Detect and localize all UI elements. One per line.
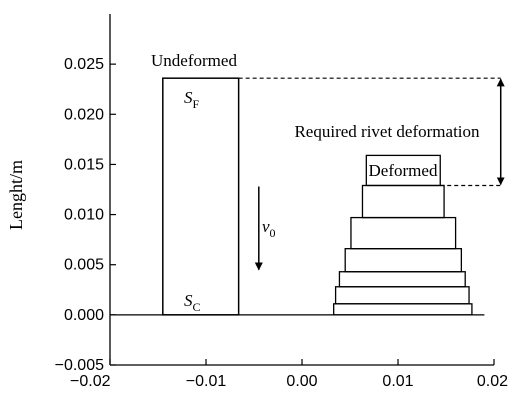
deformed-rivet-layer: [334, 286, 470, 305]
annotations: [238, 77, 505, 271]
y-axis-label: Lenght/m: [6, 160, 26, 230]
y-tick-label: 0.005: [64, 257, 104, 274]
y-tick-label: 0.025: [64, 56, 104, 73]
undeformed-label: Undeformed: [151, 51, 237, 70]
sc-subscript: C: [193, 300, 201, 314]
undeformed-rivet: [162, 77, 240, 316]
x-tick-label: 0.00: [286, 373, 317, 390]
x-tick-label: −0.01: [186, 373, 227, 390]
sf-main: S: [184, 88, 193, 107]
x-tick-label: 0.02: [477, 373, 508, 390]
sc-label: SC: [184, 291, 201, 314]
y-tick-label: 0.010: [64, 207, 104, 224]
deformed-rivet-layer: [365, 154, 441, 187]
velocity-label: v0: [262, 217, 276, 240]
velocity-main: v: [262, 217, 270, 236]
deformed-rivet-layer: [361, 184, 445, 219]
deformed-label: Deformed: [369, 161, 438, 180]
deformation-annotation-label: Required rivet deformation: [294, 122, 480, 141]
axes: −0.0050.0000.0050.0100.0150.0200.025−0.0…: [55, 14, 508, 390]
x-tick-label: 0.01: [382, 373, 413, 390]
y-tick-label: 0.000: [64, 307, 104, 324]
deformed-rivet-layer: [333, 303, 473, 316]
sf-subscript: F: [193, 97, 200, 111]
deformed-rivet-layer: [344, 248, 463, 273]
rivet-shapes: [162, 77, 473, 316]
deformed-rivet-layer: [350, 216, 457, 250]
velocity-subscript: 0: [270, 226, 276, 240]
y-tick-label: 0.020: [64, 106, 104, 123]
x-tick-label: −0.02: [70, 373, 111, 390]
y-tick-label: 0.015: [64, 156, 104, 173]
sc-main: S: [184, 291, 193, 310]
deformed-rivet-layer: [338, 271, 466, 288]
sf-label: SF: [184, 88, 200, 111]
y-tick-label: −0.005: [55, 357, 104, 374]
